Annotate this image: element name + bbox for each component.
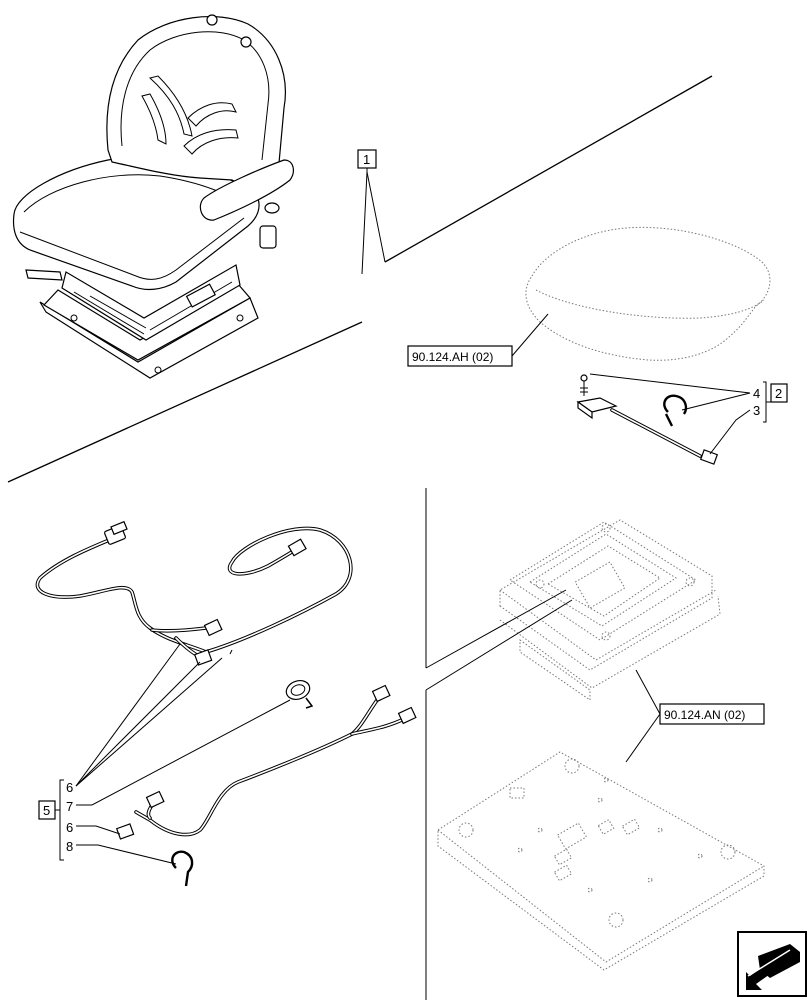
callout-2-label: 2	[775, 386, 782, 401]
suspension-reference[interactable]: 90.124.AN (02)	[625, 669, 765, 763]
callout-6a-label: 6	[66, 780, 73, 795]
seat-cushion-icon	[525, 226, 771, 361]
callout-7-label: 7	[66, 799, 73, 814]
suspension-reference-label: 90.124.AN (02)	[664, 708, 745, 722]
seat-suspension-icon	[499, 519, 721, 701]
cushion-reference[interactable]: 90.124.AH (02)	[407, 313, 549, 367]
seat-sensor-parts	[576, 374, 719, 465]
callout-4-label: 4	[753, 386, 760, 401]
cushion-reference-label: 90.124.AH (02)	[412, 350, 493, 364]
callout-group-5: 5 6 7 6 8	[38, 643, 291, 865]
wiring-harness-icon	[35, 520, 417, 887]
callout-3-label: 3	[753, 403, 760, 418]
callout-1: 1	[357, 149, 386, 275]
callout-6b-label: 6	[66, 820, 73, 835]
mounting-plate-icon	[437, 751, 765, 971]
callout-5-label: 5	[43, 803, 50, 818]
callout-8-label: 8	[66, 839, 73, 854]
callout-group-2: 4 3 2	[589, 373, 788, 455]
seat-assembly-icon	[12, 14, 294, 379]
section-dividers	[7, 75, 713, 1000]
suspension-leaders	[425, 589, 573, 691]
navigation-arrow-icon[interactable]	[737, 931, 807, 997]
callout-1-label: 1	[363, 152, 370, 167]
